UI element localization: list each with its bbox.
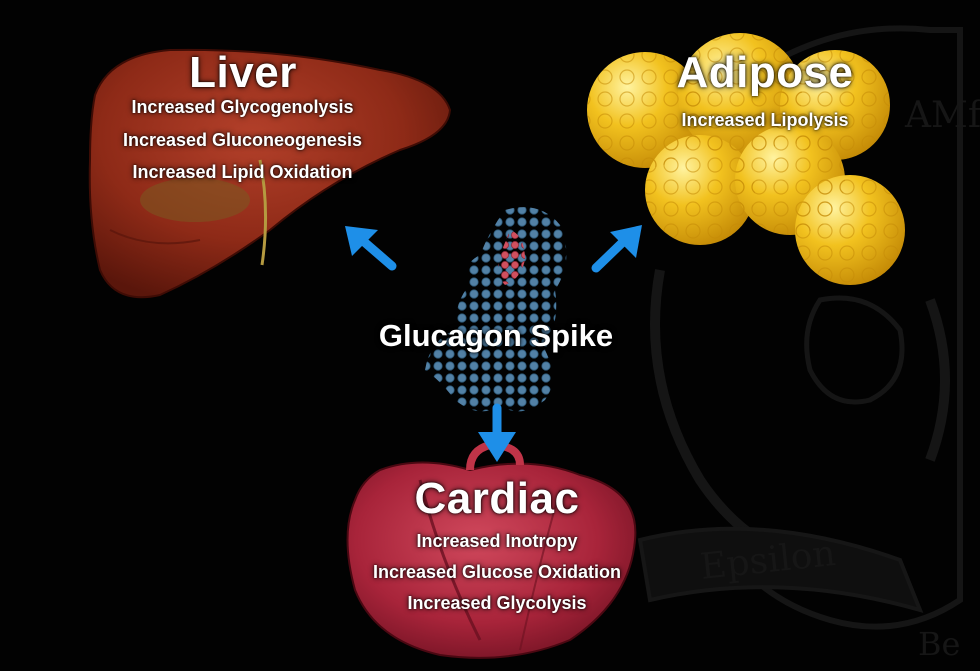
arrow-to-adipose <box>591 225 642 273</box>
arrow-to-liver <box>345 226 397 271</box>
crest-watermark <box>637 25 963 630</box>
liver-effect-3: Increased Lipid Oxidation <box>132 162 353 182</box>
liver-title: Liver <box>189 48 297 97</box>
glucagon-spike-label: Glucagon Spike <box>378 318 614 353</box>
cardiac-effect-2: Increased Glucose Oxidation <box>372 562 622 582</box>
cardiac-effect-3: Increased Glycolysis <box>407 593 587 613</box>
cardiac-title: Cardiac <box>414 474 580 523</box>
liver-effect-2: Increased Gluconeogenesis <box>122 130 363 150</box>
cardiac-effect-1: Increased Inotropy <box>416 531 578 551</box>
adipose-effect-1: Increased Lipolysis <box>681 110 849 130</box>
liver-illustration <box>88 48 452 299</box>
crest-letters-bottom: Be <box>918 625 961 663</box>
liver-effect-1: Increased Glycogenolysis <box>131 97 354 117</box>
crest-letters-top: AMf <box>905 95 980 136</box>
arrow-to-cardiac <box>478 403 516 462</box>
adipose-title: Adipose <box>676 48 854 97</box>
adipose-illustration <box>587 33 905 285</box>
glucagon-protein-illustration <box>425 207 567 412</box>
